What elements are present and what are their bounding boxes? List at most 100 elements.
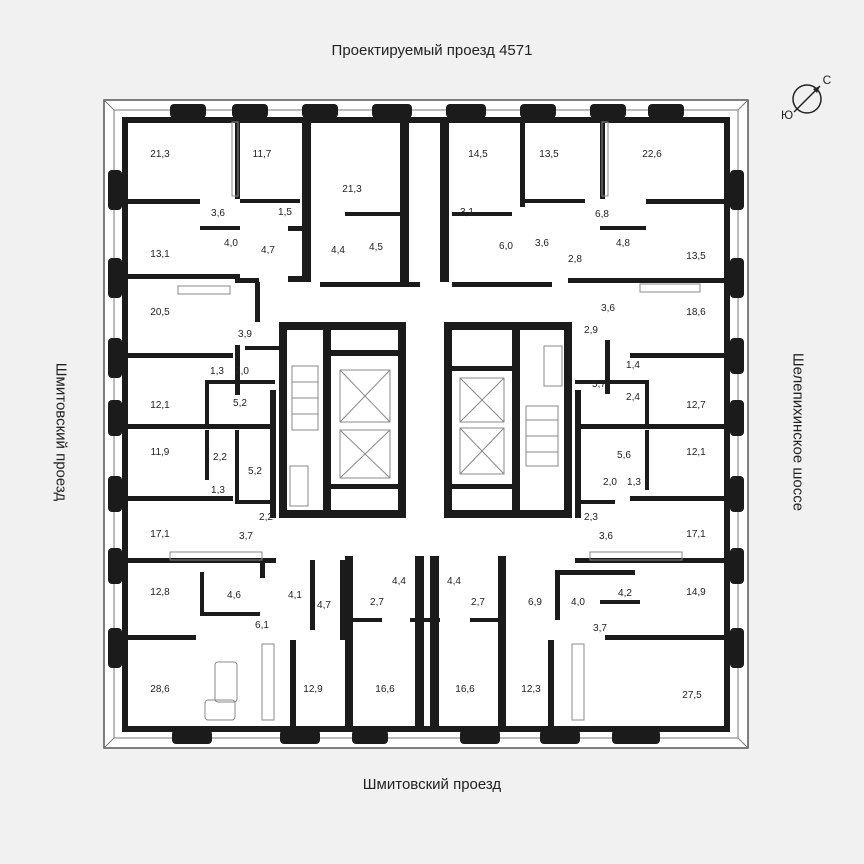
wall bbox=[730, 338, 744, 374]
wall bbox=[444, 510, 518, 518]
wall bbox=[205, 380, 209, 424]
wall bbox=[440, 117, 449, 282]
room-area-labels: 21,3 11,7 21,3 14,5 13,5 22,6 3,6 1,5 3,… bbox=[150, 149, 706, 701]
wall bbox=[452, 282, 552, 287]
wall bbox=[730, 400, 744, 436]
room-area: 4,4 bbox=[447, 576, 461, 587]
wall bbox=[310, 560, 315, 630]
room-area: 4,7 bbox=[261, 245, 275, 256]
room-area: 12,7 bbox=[686, 400, 706, 411]
wall bbox=[452, 484, 512, 489]
wall bbox=[255, 282, 260, 322]
wall bbox=[512, 322, 520, 518]
wall bbox=[555, 570, 635, 575]
room-area: 4,0 bbox=[224, 238, 238, 249]
room-area: 3,7 bbox=[239, 531, 253, 542]
wall bbox=[564, 322, 572, 518]
room-area: 2,2 bbox=[213, 452, 227, 463]
wall bbox=[460, 730, 500, 744]
wall bbox=[540, 730, 580, 744]
wall bbox=[498, 556, 506, 726]
street-label-bottom: Шмитовский проезд bbox=[362, 776, 502, 793]
wall bbox=[415, 556, 424, 726]
wall bbox=[575, 424, 724, 429]
room-area: 12,1 bbox=[686, 447, 706, 458]
room-area: 2,0 bbox=[603, 477, 617, 488]
wall bbox=[548, 640, 554, 726]
room-area: 17,1 bbox=[686, 529, 706, 540]
wall bbox=[520, 510, 572, 518]
wall bbox=[345, 212, 400, 216]
wall bbox=[108, 338, 122, 378]
room-area: 6,0 bbox=[499, 241, 513, 252]
wall bbox=[645, 430, 649, 490]
wall bbox=[331, 322, 405, 330]
room-area: 6,1 bbox=[255, 620, 269, 631]
room-area: 4,0 bbox=[571, 597, 585, 608]
wall bbox=[200, 572, 204, 612]
wall bbox=[724, 117, 730, 732]
wall bbox=[470, 618, 500, 622]
room-area: 2,8 bbox=[568, 254, 582, 265]
wall bbox=[288, 226, 304, 231]
wall bbox=[108, 258, 122, 298]
room-area: 4,6 bbox=[227, 590, 241, 601]
wall bbox=[240, 199, 300, 203]
wall bbox=[520, 117, 525, 207]
room-area: 3,6 bbox=[601, 303, 615, 314]
wall bbox=[660, 635, 724, 640]
wall bbox=[128, 353, 233, 358]
room-area: 13,1 bbox=[150, 249, 170, 260]
wall bbox=[575, 500, 615, 504]
wall bbox=[352, 730, 388, 744]
wall bbox=[452, 212, 512, 216]
room-area: 20,5 bbox=[150, 307, 170, 318]
compass-south-letter: Ю bbox=[781, 108, 793, 122]
wall bbox=[280, 730, 320, 744]
room-area: 2,9 bbox=[584, 325, 598, 336]
wall bbox=[235, 430, 239, 500]
wall bbox=[575, 380, 645, 384]
wall bbox=[270, 390, 276, 518]
wall bbox=[612, 730, 660, 744]
wall bbox=[122, 117, 730, 123]
wall bbox=[345, 556, 353, 726]
wall bbox=[410, 618, 440, 622]
wall bbox=[600, 226, 646, 230]
wall bbox=[302, 104, 338, 118]
wall bbox=[444, 322, 452, 518]
wall bbox=[170, 104, 206, 118]
wall bbox=[372, 104, 412, 118]
room-area: 17,1 bbox=[150, 529, 170, 540]
wall bbox=[172, 730, 212, 744]
wall bbox=[331, 350, 405, 356]
room-area: 22,6 bbox=[642, 149, 662, 160]
wall bbox=[108, 628, 122, 668]
room-area: 2,0 bbox=[235, 366, 249, 377]
wall bbox=[630, 496, 724, 501]
room-area: 14,9 bbox=[686, 587, 706, 598]
room-area: 5,2 bbox=[233, 398, 247, 409]
room-area: 4,2 bbox=[618, 588, 632, 599]
room-area: 2,2 bbox=[259, 512, 273, 523]
wall bbox=[200, 612, 260, 616]
wall bbox=[331, 510, 405, 518]
wall bbox=[235, 500, 275, 504]
wall bbox=[108, 400, 122, 436]
wall bbox=[340, 560, 345, 640]
wall bbox=[128, 496, 233, 501]
wall bbox=[575, 390, 581, 518]
room-area: 2,7 bbox=[471, 597, 485, 608]
wall bbox=[108, 548, 122, 584]
room-area: 5,7 bbox=[592, 379, 606, 390]
wall bbox=[235, 278, 259, 283]
compass-north-letter: С bbox=[823, 73, 832, 87]
room-area: 28,6 bbox=[150, 684, 170, 695]
wall bbox=[323, 322, 331, 518]
room-area: 3,6 bbox=[599, 531, 613, 542]
wall bbox=[279, 510, 331, 518]
room-area: 1,4 bbox=[626, 360, 640, 371]
wall bbox=[128, 274, 240, 279]
room-area: 3,6 bbox=[211, 208, 225, 219]
wall bbox=[205, 430, 209, 480]
